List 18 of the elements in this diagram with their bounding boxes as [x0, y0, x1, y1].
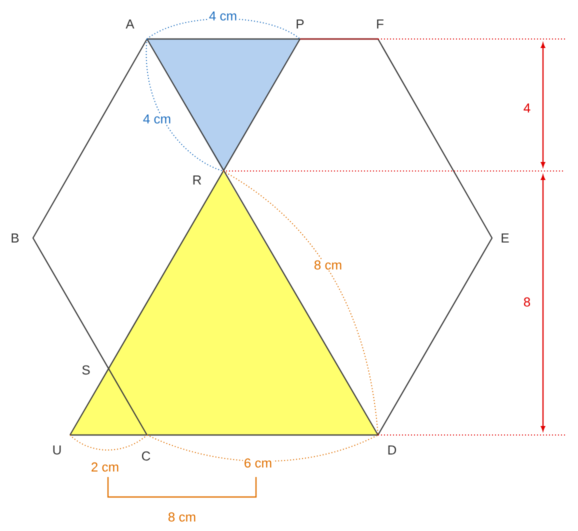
length-label: 4 cm [142, 113, 172, 125]
length-label: 6 cm [242, 457, 274, 469]
point-label: F [375, 18, 385, 30]
point-label: B [10, 232, 20, 244]
dimension-label: 4 [522, 102, 532, 114]
point-label: D [386, 444, 398, 456]
length-label: 8 cm [166, 511, 198, 523]
length-label: 2 cm [90, 461, 120, 473]
length-label: 4 cm [208, 10, 238, 22]
point-label: U [51, 444, 63, 456]
point-label: S [80, 364, 92, 376]
dimension-label: 8 [522, 296, 532, 308]
point-label: A [124, 18, 136, 30]
point-label: P [294, 18, 306, 30]
length-label: 8 cm [312, 259, 344, 271]
point-label: R [191, 174, 203, 186]
point-label: C [140, 450, 152, 462]
point-label: E [500, 232, 510, 244]
